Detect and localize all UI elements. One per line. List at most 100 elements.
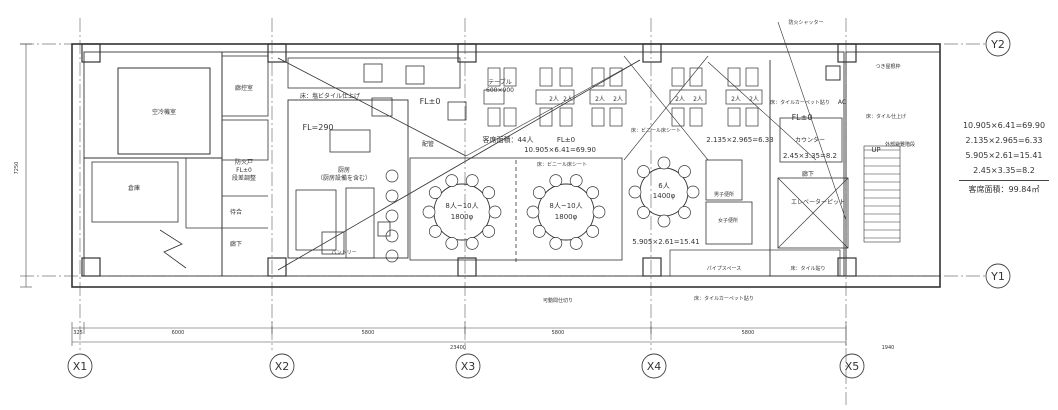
axis-label-x2: X2 — [275, 360, 290, 373]
dim-span-3: 5800 — [552, 330, 565, 336]
axis-label-y1: Y1 — [990, 270, 1005, 283]
seat-label: 2人 — [595, 96, 605, 103]
axis-bubble-y2 — [985, 31, 1011, 57]
inner-wall — [83, 51, 845, 277]
chair — [657, 156, 671, 170]
label-fl-right: FL±0 — [792, 113, 813, 122]
kitchen-equipment — [377, 221, 391, 237]
column — [267, 257, 287, 277]
seat-label: 2人 — [563, 96, 573, 103]
axis-label-x5: X5 — [845, 360, 860, 373]
kitchen-equipment — [447, 101, 467, 121]
seat-label: 2人 — [749, 96, 759, 103]
label-floor-vinyl: 床：ビニール床シート — [631, 127, 681, 134]
dim-offset: 325 — [73, 330, 83, 336]
diagonal-line — [277, 57, 467, 157]
label-fl0-dining: FL±0 — [557, 136, 575, 144]
chair — [686, 185, 700, 199]
table-c-seats: 6人 — [658, 182, 669, 190]
chair — [592, 205, 606, 219]
dim-total: 23400 — [450, 345, 466, 351]
chair — [532, 186, 546, 199]
kitchen-equipment — [363, 63, 383, 83]
label-storage: 倉庫 — [128, 184, 140, 192]
seat-label: 2人 — [675, 96, 685, 103]
seat-label: 2人 — [693, 96, 703, 103]
column — [457, 257, 477, 277]
summary-total: 客席面積：99.84㎡ — [968, 185, 1040, 194]
elevator-pit — [777, 177, 849, 249]
axis-labels: X1 X2 X3 X4 X5 Y2 Y1 — [67, 31, 1011, 379]
round-table — [433, 183, 491, 241]
axis-label-y2: Y2 — [990, 38, 1005, 51]
round-table-labels: 8人~10人 1800φ 8人~10人 1800φ 6人 1400φ — [445, 182, 675, 221]
chair — [532, 225, 546, 238]
diagonal-line — [277, 59, 641, 271]
label-fl0-door: FL±0 — [236, 167, 252, 174]
table-b-dia: 1800φ — [555, 213, 578, 221]
kitchen-equipment — [321, 231, 345, 255]
chair — [445, 174, 459, 187]
seat-label: 2人 — [613, 96, 623, 103]
summary-line: 2.135×2.965=6.33 — [965, 136, 1043, 145]
axis-label-x3: X3 — [461, 360, 476, 373]
label-table-size: 600×900 — [486, 87, 514, 94]
label-hall-left: 廊下 — [230, 240, 242, 248]
room-storage-inner — [91, 161, 179, 223]
chair — [678, 165, 691, 178]
label-floor-dining-right: 床：タイルカーペット貼り — [770, 99, 830, 106]
table-a-dia: 1800φ — [451, 213, 474, 221]
label-calc-counter: 2.45×3.35=8.2 — [783, 152, 837, 160]
axis-label-x1: X1 — [73, 360, 88, 373]
table-a-seats: 8人~10人 — [445, 202, 478, 210]
label-floor-tile-top: 床：塩ビタイル仕上げ — [300, 92, 360, 100]
chair — [465, 237, 479, 250]
chair — [628, 185, 642, 199]
axis-bubble-x3 — [455, 353, 481, 379]
stools — [385, 169, 399, 263]
column — [457, 43, 477, 63]
summary-line: 10.905×6.41=69.90 — [962, 121, 1046, 130]
diagonal-line — [623, 55, 709, 161]
chair — [637, 165, 650, 178]
label-floor-right: 床：タイル貼り — [790, 265, 825, 272]
label-machine-room: 空冷機室 — [152, 108, 176, 116]
label-roof: つき屋根枠 — [875, 63, 900, 70]
label-floor-bottom: 床：タイルカーペット貼り — [694, 295, 754, 302]
chair — [428, 186, 442, 199]
label-pantry: パントリー — [331, 250, 356, 256]
kitchen-equipment — [405, 65, 425, 85]
label-wc-m: 男子便所 — [714, 191, 734, 198]
dim-span-1: 6000 — [172, 330, 185, 336]
label-stair-up: UP — [871, 146, 880, 154]
summary-line: 5.905×2.61=15.41 — [965, 151, 1043, 160]
chair — [637, 206, 650, 219]
table-c-dia: 1400φ — [653, 192, 676, 200]
room-small — [221, 55, 269, 117]
kitchen-counter — [287, 57, 461, 89]
label-shutter: 防火シャッター — [788, 19, 823, 26]
counter-area — [779, 117, 843, 163]
label-dining-floor-bottom: 床：ビニール床シート — [537, 161, 587, 168]
label-calc2: 2.135×2.965=6.33 — [706, 136, 773, 144]
chair — [678, 206, 691, 219]
label-calc3: 5.905×2.61=15.41 — [632, 238, 699, 246]
label-calc1: 10.905×6.41=69.90 — [524, 146, 596, 154]
column — [642, 257, 662, 277]
chair — [549, 174, 563, 187]
column — [837, 257, 857, 277]
kitchen-island — [329, 129, 371, 153]
chair — [526, 205, 540, 219]
label-fl290: FL=290 — [302, 123, 333, 132]
kitchen-island — [345, 187, 375, 259]
area-summary: 10.905×6.41=69.90 2.135×2.965=6.33 5.905… — [955, 118, 1053, 197]
chair — [586, 225, 600, 238]
label-waiting: 廊控室 — [235, 84, 253, 92]
chair — [428, 225, 442, 238]
label-dining-area: 客席面積：44人 — [483, 135, 534, 144]
column — [267, 43, 287, 63]
chair — [586, 186, 600, 199]
chair — [445, 237, 459, 250]
seat-labels: 2人 2人 2人 2人 2人 2人 2人 2人 — [549, 96, 759, 103]
